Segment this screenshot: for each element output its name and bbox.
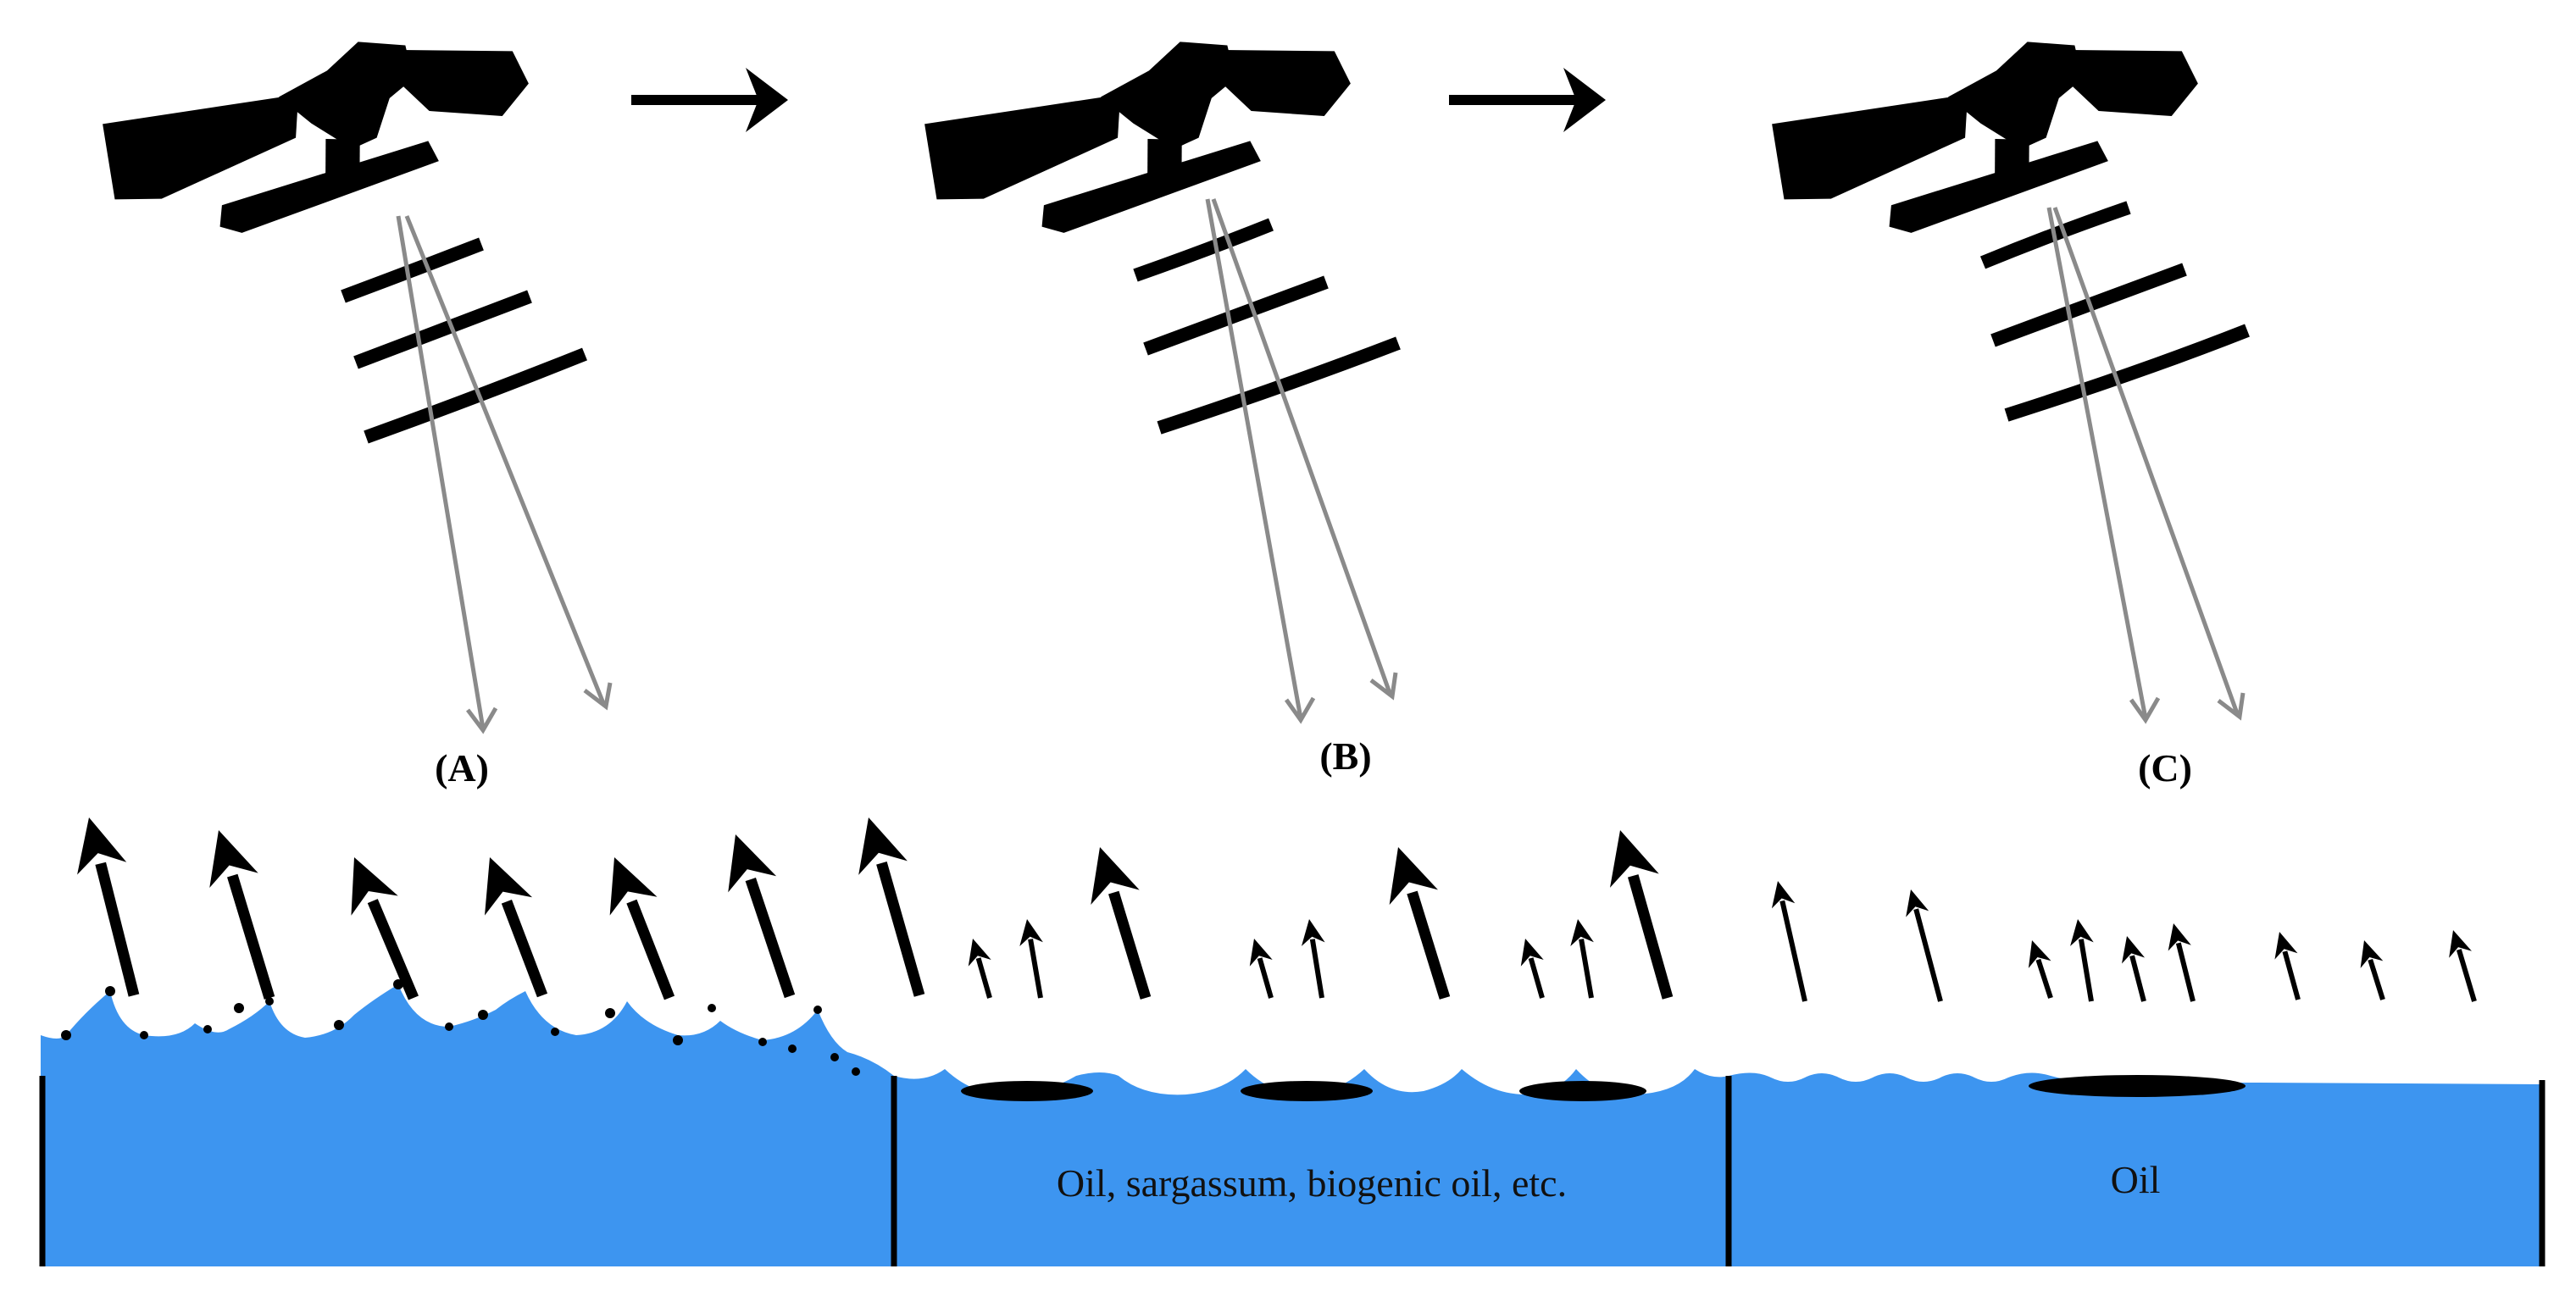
radar-beam-a [341,215,613,734]
arrow-up-icon [1389,847,1451,1000]
arrow-up-icon [858,817,925,997]
water-section-b: Oil, sargassum, biogenic oil, etc. [894,1069,1729,1266]
arrow-up-icon [1570,919,1594,999]
radar-beam-c [1979,201,2250,724]
section-dividers [39,1076,2545,1266]
arrow-up-icon [1249,939,1274,999]
panel-label-c: (C) [2138,746,2192,790]
slick-b2 [1241,1081,1373,1101]
arrow-up-icon [1301,919,1325,999]
arrow-up-icon [2274,932,2301,1000]
radar-beam-b [1133,198,1401,724]
arrow-up-icon [77,817,140,997]
arrow-up-icon [1771,881,1807,1002]
arrow-up-icon [728,834,796,999]
slick-b1 [961,1081,1093,1101]
arrow-up-icon [485,857,548,998]
backscatter-arrows [77,817,2477,1002]
arrow-up-icon [1520,939,1545,999]
arrow-up-icon [2449,930,2477,1002]
satellite-icon [97,24,541,247]
slick-b3 [1519,1081,1646,1101]
slick-c [2029,1075,2246,1097]
water-label-b: Oil, sargassum, biogenic oil, etc. [1057,1161,1567,1205]
arrow-up-icon [968,939,992,999]
arrow-up-icon [1906,889,1943,1002]
arrow-up-icon [1610,830,1674,1000]
arrow-up-icon [2028,940,2053,999]
arrow-up-icon [2121,936,2146,1002]
arrow-right-icon [1449,68,1606,132]
panel-label-a: (A) [435,746,489,790]
arrow-up-icon [209,830,275,1000]
arrow-up-icon [2360,940,2385,1000]
water-section-a [41,979,894,1266]
water-label-c: Oil [2111,1158,2161,1201]
arrow-up-icon [351,857,419,1000]
arrow-up-icon [2168,923,2196,1002]
arrow-up-icon [609,857,675,1000]
arrow-up-icon [1091,847,1152,1000]
arrow-right-icon [631,68,788,132]
satellite-icon [919,24,1363,247]
panel-label-b: (B) [1319,734,1371,778]
arrow-up-icon [2070,919,2094,1002]
arrow-up-icon [1019,919,1043,999]
satellite-icon [1766,24,2211,247]
water-section-c: Oil [1729,1072,2542,1266]
